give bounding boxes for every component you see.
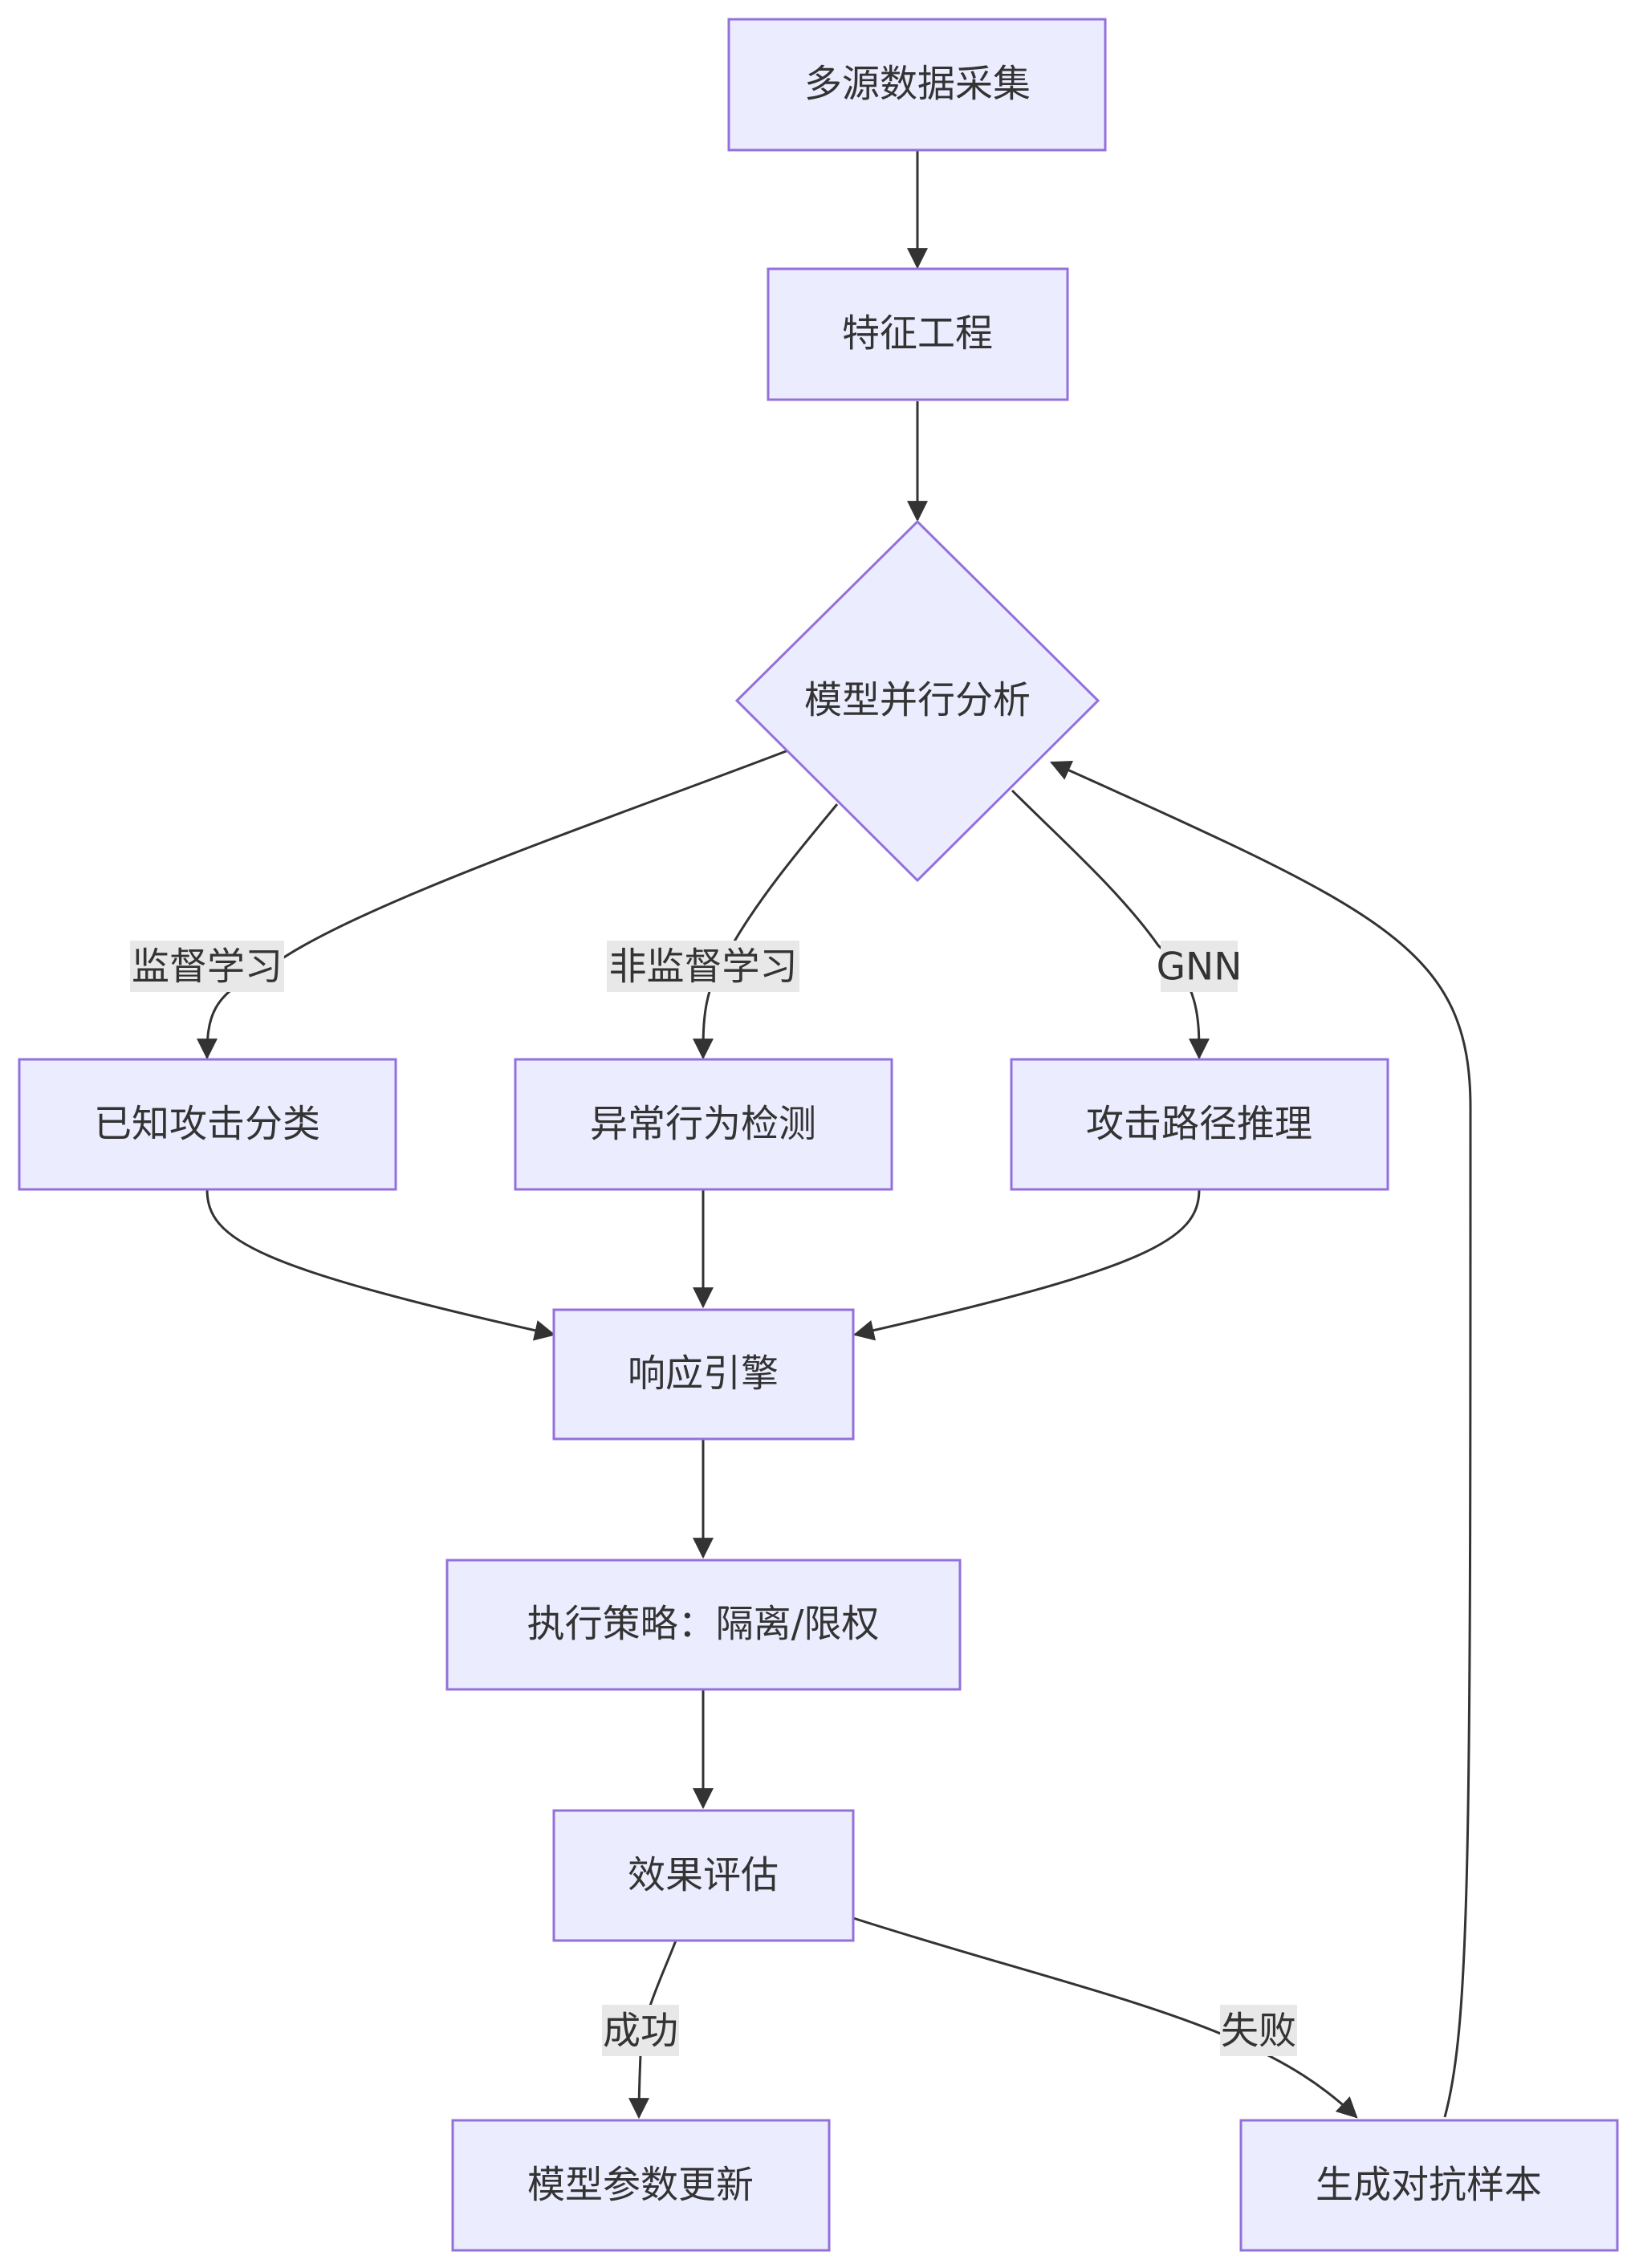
edge-adversarial-to-parallel: [1050, 760, 1472, 2118]
edge-parallel-to-known: [197, 749, 789, 1060]
edge-evaluate-to-adversarial: [852, 1916, 1358, 2119]
node-execute-policy-label: 执行策略：隔离/限权: [527, 1603, 880, 1647]
edge-parallel-to-path: [1011, 789, 1210, 1060]
node-data-collection-label: 多源数据采集: [804, 63, 1031, 107]
node-parallel-analysis-label: 模型并行分析: [804, 679, 1031, 723]
node-known-attack-classification[interactable]: 已知攻击分类: [18, 1058, 397, 1191]
edge-label-failure: 失败: [1220, 2005, 1297, 2056]
node-attack-path-reasoning-label: 攻击路径推理: [1086, 1103, 1312, 1147]
node-effect-evaluation-label: 效果评估: [628, 1854, 779, 1898]
svg-text:成功: 成功: [603, 2010, 678, 2054]
node-model-parameter-update-label: 模型参数更新: [527, 2164, 754, 2208]
node-generate-adversarial-samples-label: 生成对抗样本: [1316, 2164, 1542, 2208]
edge-label-success: 成功: [602, 2005, 679, 2056]
node-effect-evaluation[interactable]: 效果评估: [552, 1809, 855, 1942]
node-anomaly-detection[interactable]: 异常行为检测: [514, 1058, 893, 1191]
svg-text:监督学习: 监督学习: [132, 945, 283, 990]
edge-label-unsupervised: 非监督学习: [607, 941, 799, 992]
node-execute-policy[interactable]: 执行策略：隔离/限权: [445, 1559, 962, 1691]
node-known-attack-classification-label: 已知攻击分类: [94, 1103, 320, 1147]
node-feature-engineering[interactable]: 特征工程: [767, 267, 1069, 401]
edge-parallel-to-anomaly: [693, 803, 839, 1060]
node-parallel-analysis[interactable]: 模型并行分析: [734, 519, 1100, 883]
node-model-parameter-update[interactable]: 模型参数更新: [451, 2119, 831, 2252]
svg-text:非监督学习: 非监督学习: [609, 945, 798, 990]
node-feature-engineering-label: 特征工程: [842, 312, 993, 356]
edge-path-to-engine: [852, 1189, 1201, 1341]
node-generate-adversarial-samples[interactable]: 生成对抗样本: [1239, 2119, 1619, 2252]
node-response-engine-label: 响应引擎: [628, 1352, 779, 1396]
edge-known-to-engine: [205, 1189, 556, 1341]
node-anomaly-detection-label: 异常行为检测: [590, 1103, 816, 1147]
node-response-engine[interactable]: 响应引擎: [552, 1308, 855, 1441]
node-attack-path-reasoning[interactable]: 攻击路径推理: [1010, 1058, 1389, 1191]
svg-text:失败: 失败: [1221, 2010, 1296, 2054]
edge-label-supervised: 监督学习: [130, 941, 284, 992]
node-data-collection[interactable]: 多源数据采集: [727, 18, 1107, 152]
svg-text:GNN: GNN: [1157, 945, 1243, 990]
edge-label-gnn: GNN: [1157, 941, 1243, 992]
